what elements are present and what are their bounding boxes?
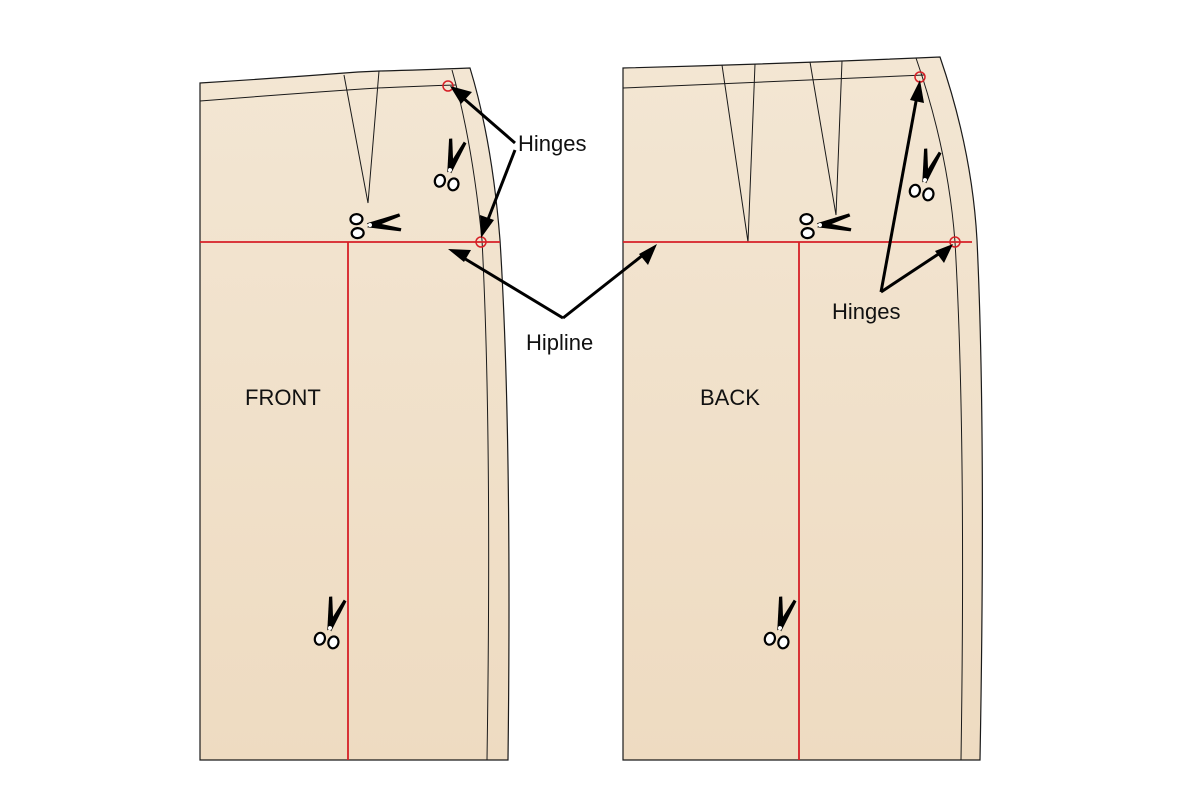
hipline-callout: Hipline [448,244,657,355]
hinges-callout-back: Hinges [832,80,953,324]
hinges-label-back: Hinges [832,299,900,324]
hinges-callout-front: Hinges [450,86,586,238]
hinges-label-front: Hinges [518,131,586,156]
back-waistband-line [622,74,925,89]
front-waistband-line [199,84,457,102]
back-dart-right [809,60,843,216]
front-dart [343,70,380,204]
front-piece-label: FRONT [245,385,321,410]
hipline-label: Hipline [526,330,593,355]
front-pattern-piece: FRONT [199,67,510,761]
back-piece-label: BACK [700,385,760,410]
hinge-point-icon [442,80,454,92]
back-pattern-piece: BACK [622,56,983,761]
back-outline [622,56,983,761]
front-seam-allowance [451,69,490,761]
hinge-point-icon [949,236,961,248]
front-outline [199,67,510,761]
back-seam-allowance [915,57,964,761]
